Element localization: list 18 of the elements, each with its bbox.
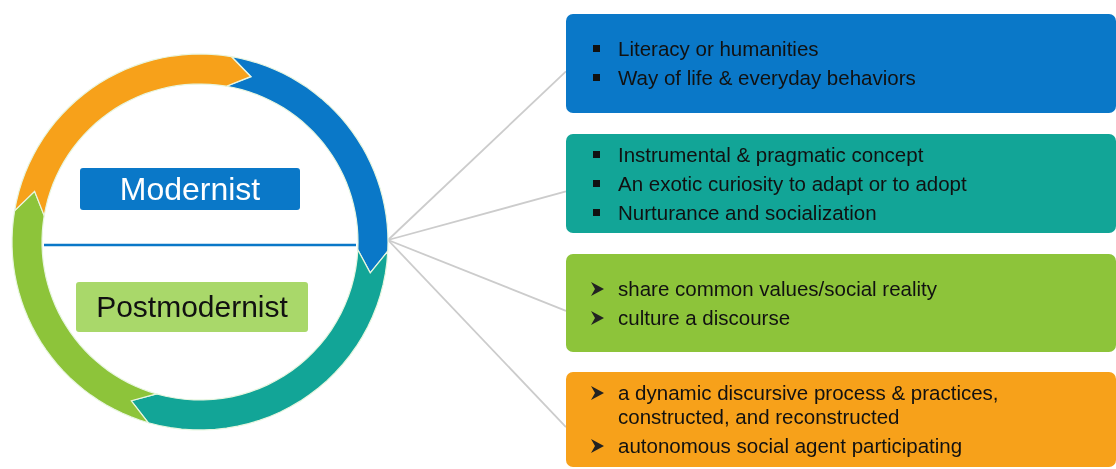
category-label: Postmodernist — [76, 282, 308, 332]
list-item-text: Literacy or humanities — [618, 37, 819, 61]
list-item-text: Way of life & everyday behaviors — [618, 66, 916, 90]
list-item-text: culture a discourse — [618, 305, 791, 330]
text-card — [566, 372, 1116, 467]
text-card — [566, 134, 1116, 233]
text-card — [566, 14, 1116, 113]
text-card — [566, 254, 1116, 352]
category-label: Modernist — [80, 168, 300, 210]
connector-line — [387, 70, 567, 241]
connector-line — [387, 190, 567, 241]
list-item-text: An exotic curiosity to adapt or to adopt — [618, 171, 967, 196]
connector-line — [387, 239, 567, 428]
list-item-text: autonomous social agent participating — [618, 434, 963, 458]
list-item-text: Instrumental & pragmatic concept — [618, 142, 924, 167]
list-item-text: share common values/social reality — [618, 276, 938, 301]
connector-line — [387, 239, 567, 312]
list-item-text: Nurturance and socialization — [618, 200, 877, 225]
